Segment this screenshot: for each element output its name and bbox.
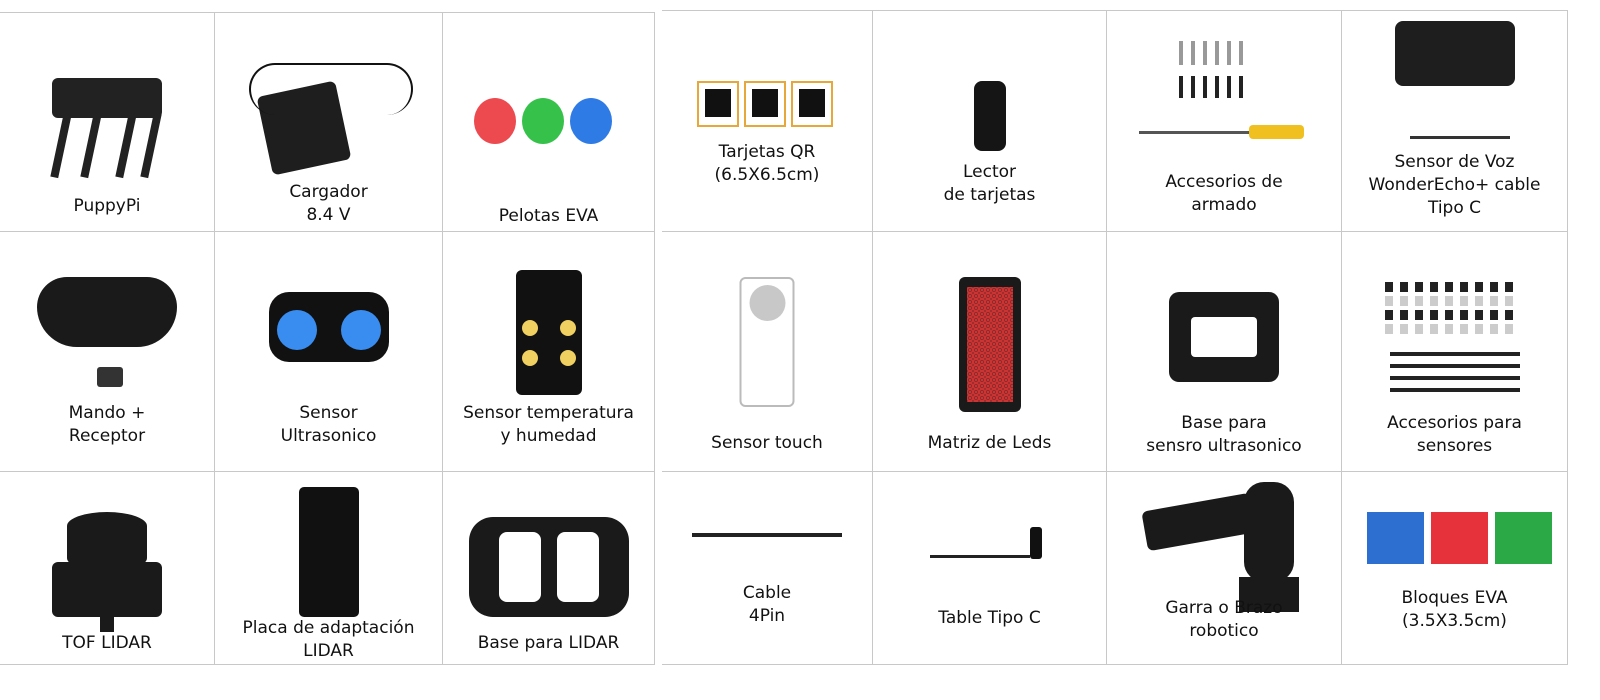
product-label: Mando + Receptor — [68, 403, 146, 446]
product-label: Lector de tarjetas — [943, 162, 1036, 205]
lidar-base-icon — [468, 517, 629, 617]
charger-icon — [234, 58, 424, 176]
robot-dog-icon — [42, 68, 172, 179]
temperature-sensor-icon — [515, 270, 582, 400]
product-cell: Sensor touch — [662, 232, 873, 472]
product-cell: Sensor Ultrasonico — [215, 232, 443, 472]
product-label: Tarjetas QR (6.5X6.5cm) — [714, 142, 820, 185]
ultrasonic-sensor-icon — [268, 292, 389, 362]
qr-cards-icon — [697, 81, 837, 129]
gamepad-icon — [37, 277, 177, 387]
product-cell: Base para sensro ultrasonico — [1107, 232, 1342, 472]
product-label: Base para sensro ultrasonico — [1146, 413, 1302, 456]
cubes-icon — [1366, 512, 1552, 564]
product-label: Base para LIDAR — [477, 633, 620, 653]
touch-sensor-icon — [739, 277, 795, 417]
product-cell: Mando + Receptor — [0, 232, 215, 472]
product-cell: Accesorios para sensores — [1342, 232, 1568, 472]
voice-sensor-icon — [1380, 21, 1530, 141]
product-label: Garra o Brazo robotico — [1165, 598, 1283, 641]
product-cell: PuppyPi — [0, 12, 215, 232]
product-label: Accesorios para sensores — [1387, 413, 1522, 456]
adapter-board-icon — [298, 487, 359, 617]
sensor-accessories-icon — [1384, 282, 1525, 402]
product-cell: Accesorios de armado — [1107, 10, 1342, 232]
product-label: Table Tipo C — [938, 608, 1041, 628]
lidar-icon — [52, 512, 162, 632]
product-cell: Matriz de Leds — [873, 232, 1107, 472]
product-label: Sensor touch — [711, 433, 823, 453]
robot-arm-icon — [1141, 482, 1304, 612]
product-cell: Cargador 8.4 V — [215, 12, 443, 232]
usb-c-cable-icon — [929, 527, 1050, 567]
cable-4pin-icon — [692, 530, 842, 540]
product-cell: Sensor temperatura y humedad — [443, 232, 655, 472]
product-cell: Placa de adaptación LIDAR — [215, 472, 443, 665]
sensor-base-icon — [1169, 292, 1279, 382]
product-cell: Pelotas EVA — [443, 12, 655, 232]
product-label: Accesorios de armado — [1165, 172, 1283, 215]
product-label: Pelotas EVA — [498, 206, 599, 226]
product-label: TOF LIDAR — [62, 633, 152, 653]
product-label: PuppyPi — [73, 196, 141, 216]
product-label: Sensor Ultrasonico — [280, 403, 377, 446]
balls-icon — [473, 98, 624, 148]
product-label: Matriz de Leds — [927, 433, 1052, 453]
screws-screwdriver-icon — [1139, 41, 1309, 151]
product-label: Cargador 8.4 V — [289, 182, 368, 225]
product-cell: Lector de tarjetas — [873, 10, 1107, 232]
product-cell: Cable 4Pin — [662, 472, 873, 665]
product-cell: Sensor de Voz WonderEcho+ cable Tipo C — [1342, 10, 1568, 232]
product-cell: Tarjetas QR (6.5X6.5cm) — [662, 10, 873, 232]
product-label: Sensor de Voz WonderEcho+ cable Tipo C — [1368, 152, 1541, 218]
product-label: Sensor temperatura y humedad — [463, 403, 634, 446]
card-reader-icon — [973, 81, 1006, 151]
product-cell: Base para LIDAR — [443, 472, 655, 665]
product-label: Cable 4Pin — [742, 583, 792, 626]
product-cell: TOF LIDAR — [0, 472, 215, 665]
product-cell: Bloques EVA (3.5X3.5cm) — [1342, 472, 1568, 665]
product-label: Placa de adaptación LIDAR — [242, 618, 415, 661]
product-cell: Garra o Brazo robotico — [1107, 472, 1342, 665]
product-cell: Table Tipo C — [873, 472, 1107, 665]
led-matrix-icon — [958, 277, 1021, 412]
product-label: Bloques EVA (3.5X3.5cm) — [1401, 588, 1508, 631]
